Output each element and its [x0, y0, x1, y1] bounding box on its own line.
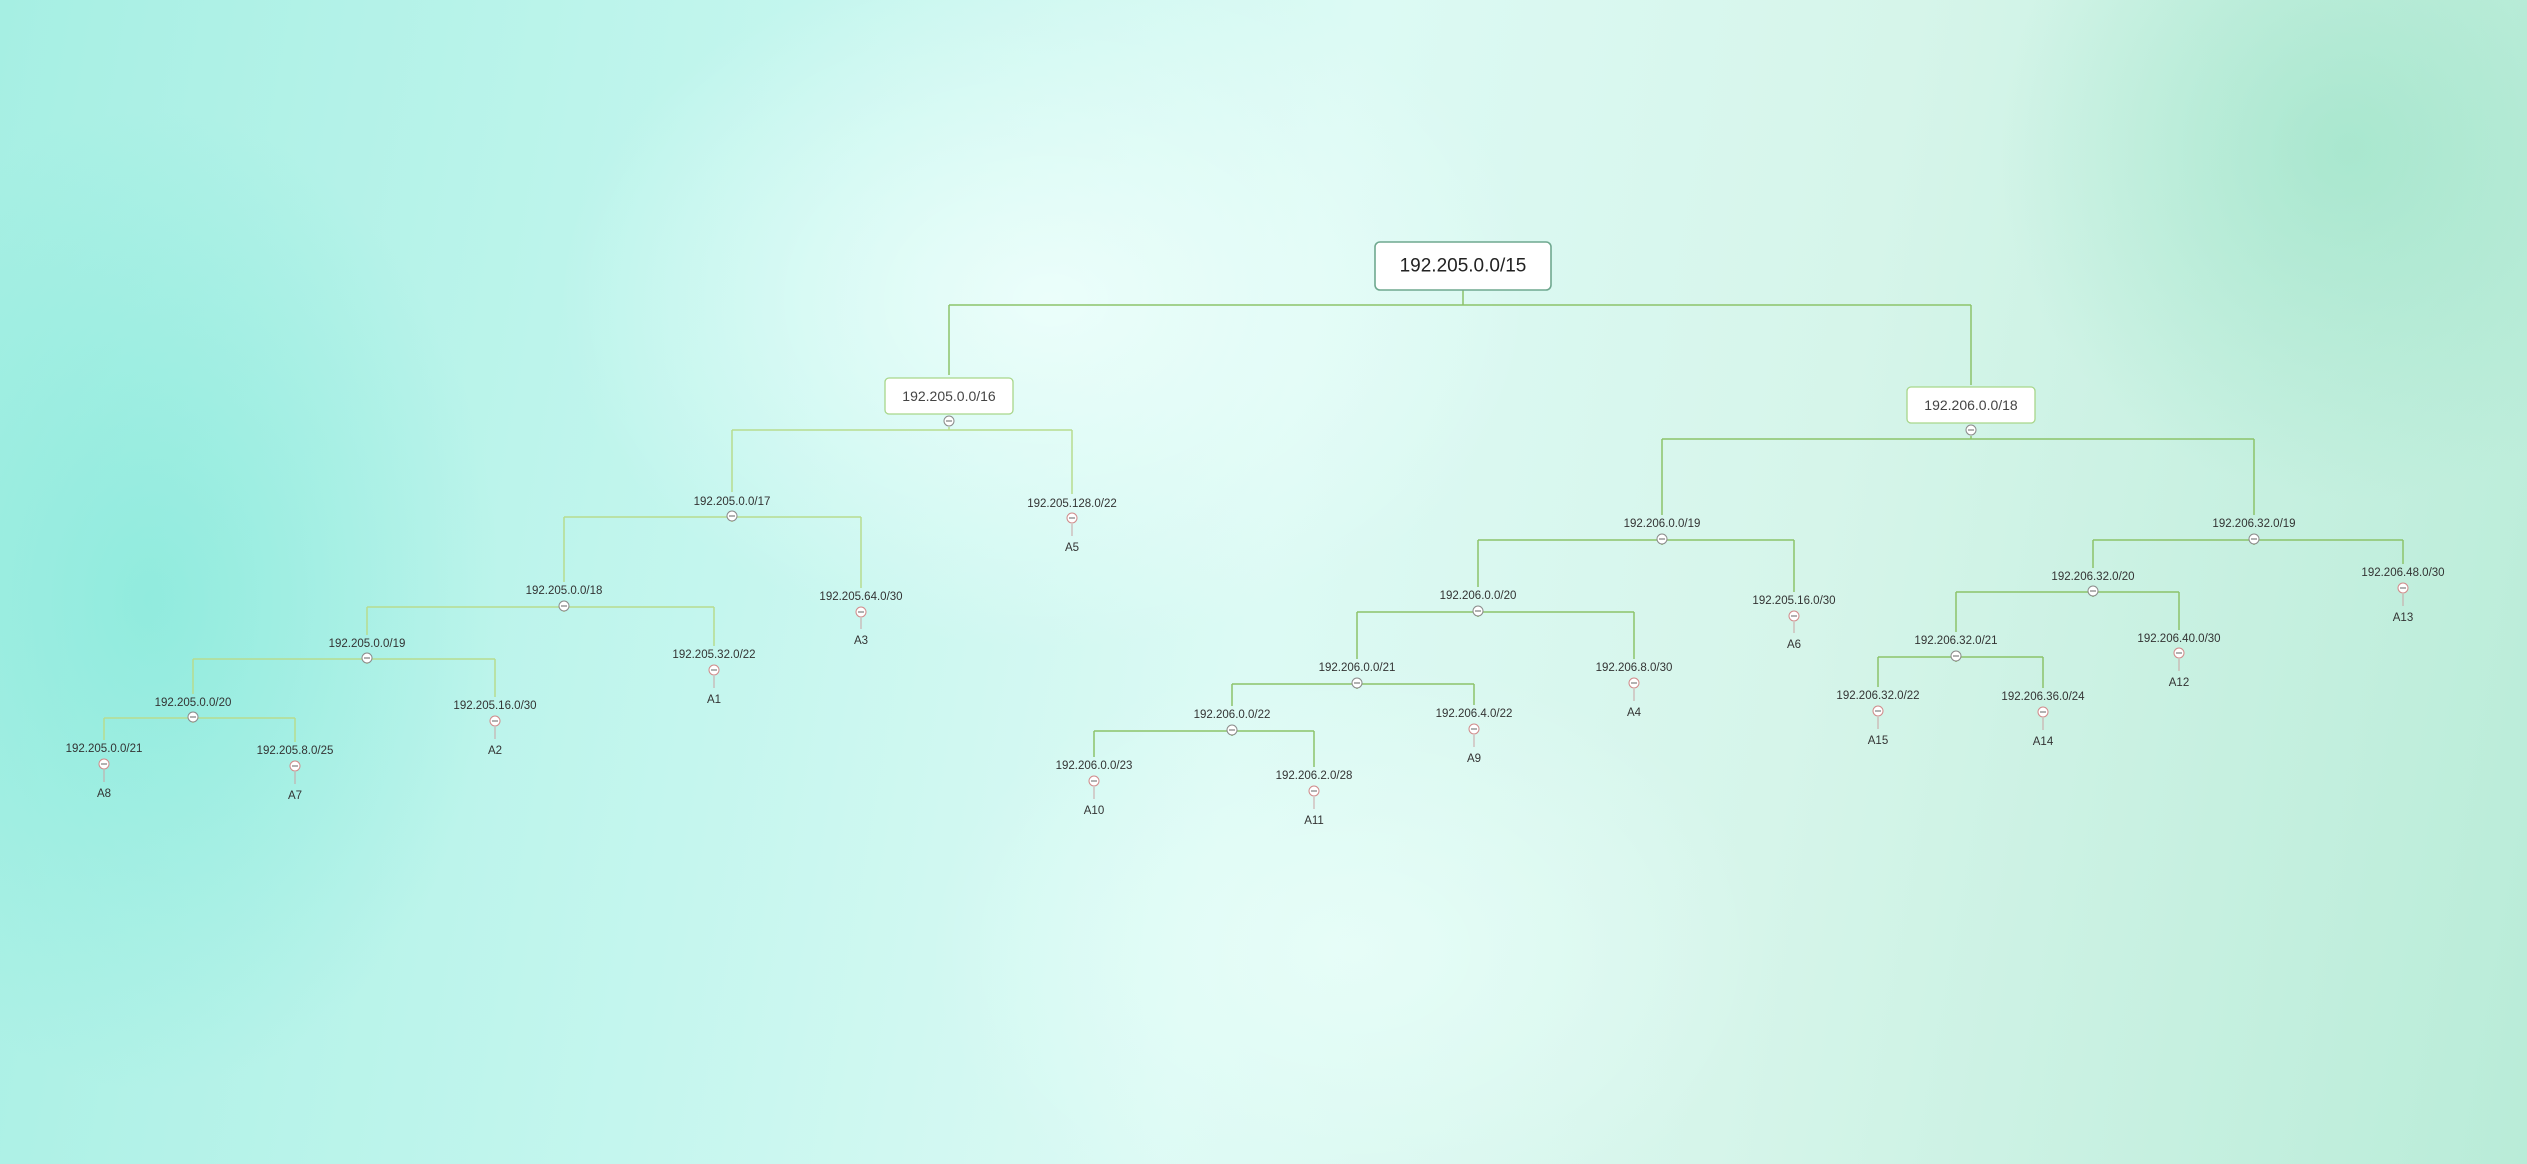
node-a7-label[interactable]: A7: [288, 790, 302, 802]
node-192-205-0-0-18-label[interactable]: 192.205.0.0/18: [526, 585, 603, 597]
node-a4-label[interactable]: A4: [1627, 707, 1642, 719]
node-192-206-40-0-30-label[interactable]: 192.206.40.0/30: [2137, 633, 2220, 645]
node-a9-label[interactable]: A9: [1467, 753, 1481, 765]
node-a5-label[interactable]: A5: [1065, 542, 1079, 554]
node-192-206-36-0-24-label[interactable]: 192.206.36.0/24: [2001, 691, 2085, 703]
node-192-205-0-0-16-label[interactable]: 192.205.0.0/16: [902, 388, 996, 404]
node-192-206-8-0-30-label[interactable]: 192.206.8.0/30: [1596, 662, 1673, 674]
node-192-205-0-0-19-label[interactable]: 192.205.0.0/19: [329, 638, 406, 650]
node-192-205-32-0-22-label[interactable]: 192.205.32.0/22: [672, 649, 755, 661]
node-a11-label[interactable]: A11: [1304, 815, 1324, 827]
node-192-205-16-0-30-label[interactable]: 192.205.16.0/30: [1752, 595, 1835, 607]
node-192-206-2-0-28-label[interactable]: 192.206.2.0/28: [1276, 770, 1353, 782]
node-192-206-32-0-22-label[interactable]: 192.206.32.0/22: [1836, 690, 1919, 702]
node-192-206-0-0-18-label[interactable]: 192.206.0.0/18: [1924, 397, 2018, 413]
node-192-206-32-0-19-label[interactable]: 192.206.32.0/19: [2212, 518, 2295, 530]
node-192-205-16-0-30-label[interactable]: 192.205.16.0/30: [453, 700, 536, 712]
node-a12-label[interactable]: A12: [2169, 677, 2189, 689]
node-a1-label[interactable]: A1: [707, 694, 721, 706]
node-192-205-0-0-16-box: [884, 377, 1014, 415]
node-192-205-0-0-21-label[interactable]: 192.205.0.0/21: [66, 743, 143, 755]
node-192-206-32-0-20-label[interactable]: 192.206.32.0/20: [2051, 571, 2134, 583]
node-192-206-48-0-30-label[interactable]: 192.206.48.0/30: [2361, 567, 2444, 579]
node-192-206-0-0-18-box: [1906, 386, 2036, 424]
node-a6-label[interactable]: A6: [1787, 639, 1801, 651]
node-a15-label[interactable]: A15: [1868, 735, 1888, 747]
node-a13-label[interactable]: A13: [2393, 612, 2413, 624]
node-192-206-0-0-23-label[interactable]: 192.206.0.0/23: [1056, 760, 1133, 772]
node-a3-label[interactable]: A3: [854, 635, 868, 647]
node-192-206-0-0-22-label[interactable]: 192.206.0.0/22: [1194, 709, 1271, 721]
node-192-206-0-0-19-label[interactable]: 192.206.0.0/19: [1624, 518, 1701, 530]
node-a14-label[interactable]: A14: [2033, 736, 2054, 748]
node-a8-label[interactable]: A8: [97, 788, 111, 800]
node-192-206-32-0-21-label[interactable]: 192.206.32.0/21: [1914, 635, 1997, 647]
node-192-206-0-0-21-label[interactable]: 192.206.0.0/21: [1319, 662, 1396, 674]
node-192-206-4-0-22-label[interactable]: 192.206.4.0/22: [1436, 708, 1513, 720]
node-192-205-128-0-22-label[interactable]: 192.205.128.0/22: [1027, 498, 1117, 510]
node-192-205-8-0-25-label[interactable]: 192.205.8.0/25: [257, 745, 334, 757]
root-node-label[interactable]: 192.205.0.0/15: [1400, 256, 1527, 277]
node-192-205-0-0-20-label[interactable]: 192.205.0.0/20: [155, 697, 232, 709]
node-192-205-64-0-30-label[interactable]: 192.205.64.0/30: [819, 591, 902, 603]
node-a10-label[interactable]: A10: [1084, 805, 1104, 817]
node-192-206-0-0-20-label[interactable]: 192.206.0.0/20: [1440, 590, 1517, 602]
root-node-box: [1374, 241, 1552, 291]
node-a2-label[interactable]: A2: [488, 745, 502, 757]
node-192-205-0-0-17-label[interactable]: 192.205.0.0/17: [694, 496, 771, 508]
